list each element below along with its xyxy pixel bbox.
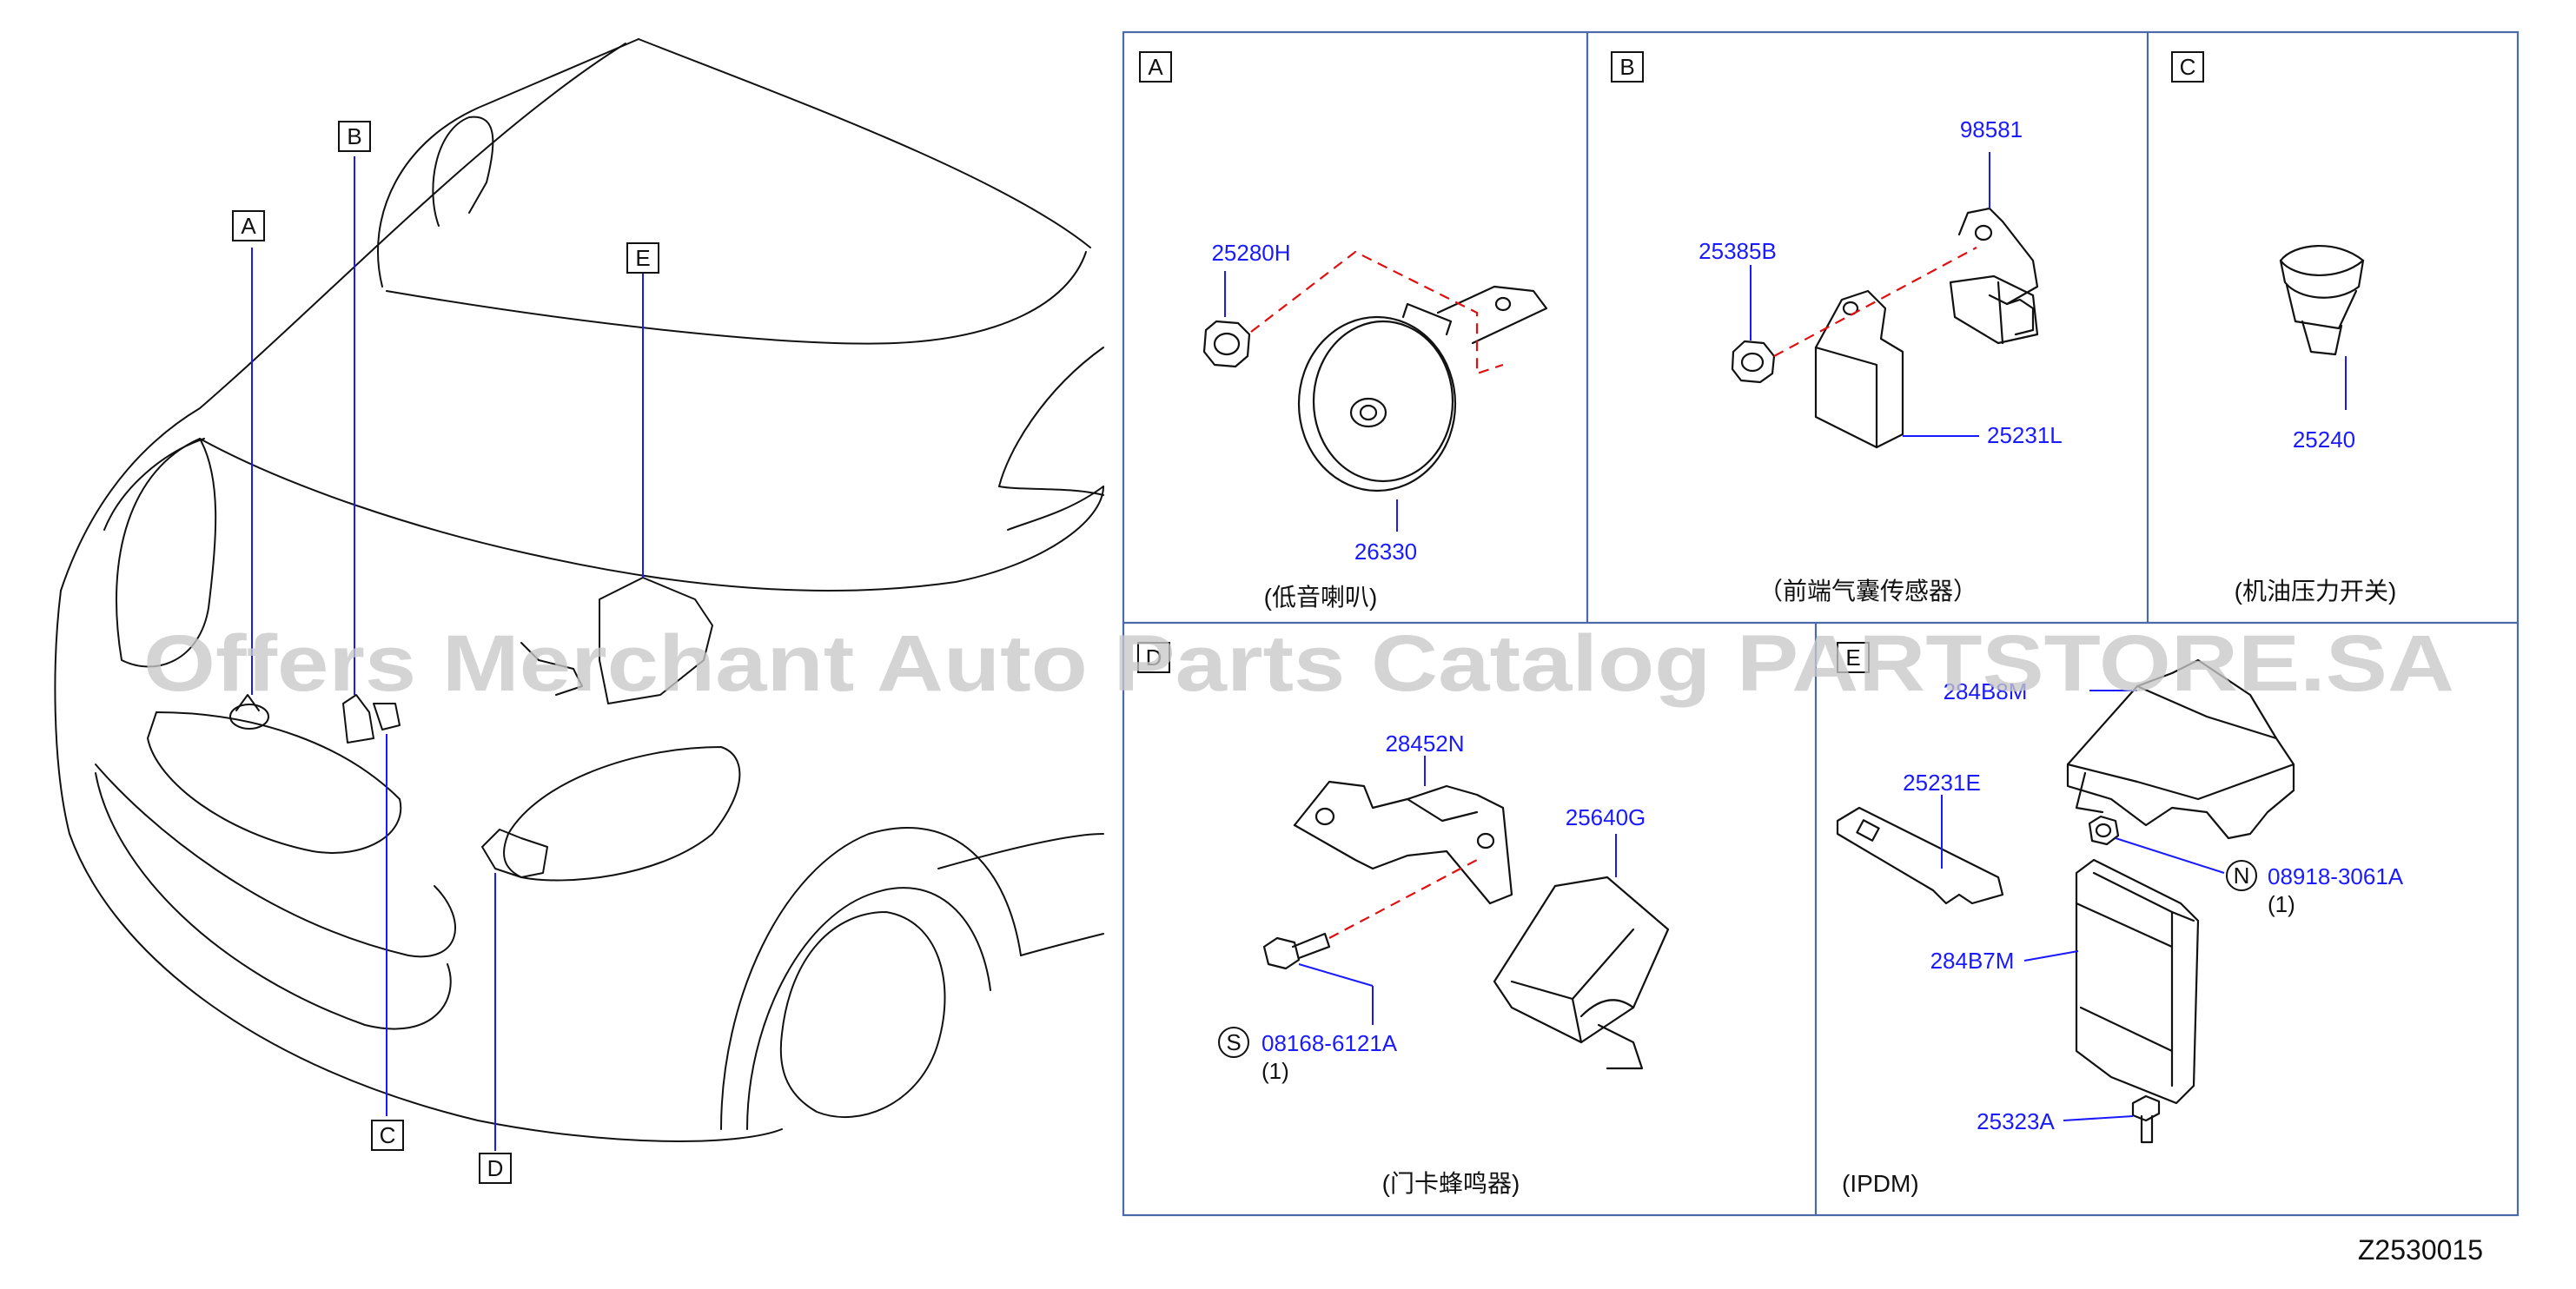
panel-b-tag (1611, 51, 1644, 83)
panel-c: C 25240 (机油压力开关) (2171, 51, 2397, 605)
nut-25280h (1202, 271, 1251, 368)
bolt-25323a (2063, 1094, 2161, 1144)
overview-part-ipdm (520, 577, 713, 704)
symbol-s: S (1226, 1029, 1241, 1055)
part-26330[interactable]: 26330 (1354, 539, 1417, 565)
part-98581[interactable]: 98581 (1960, 116, 2023, 142)
panel-e-tag (1837, 642, 1870, 673)
callout-d: D (479, 1153, 512, 1184)
nut-08918-3061a (2088, 815, 2225, 874)
panel-d-caption: (门卡蜂鸣器) (1382, 1170, 1520, 1197)
svg-text:C: C (380, 1122, 396, 1148)
part-25280h[interactable]: 25280H (1211, 240, 1290, 266)
symbol-n-circle (2226, 860, 2257, 891)
overview-part-sensor (342, 694, 401, 744)
overview-part-horn (229, 694, 269, 730)
callout-e: E (626, 242, 659, 274)
svg-text:E: E (635, 245, 650, 271)
watermark: Offers Merchant Auto Parts Catalog PARTS… (143, 619, 2454, 708)
buzzer-25640g (1493, 834, 1670, 1070)
svg-text:A: A (241, 213, 256, 239)
panel-c-letter: C (2180, 54, 2196, 80)
part-25231e[interactable]: 25231E (1903, 770, 1981, 796)
panel-d-letter: D (1146, 644, 1162, 671)
panel-d: D 28452N 25640G S (1137, 642, 1670, 1197)
panel-e-letter: E (1845, 644, 1860, 671)
part-28452n[interactable]: 28452N (1385, 730, 1464, 757)
panel-b-caption: （前端气囊传感器） (1758, 578, 1977, 605)
part-25385b[interactable]: 25385B (1699, 238, 1777, 264)
callout-b: B (338, 121, 371, 152)
airbag-sensor-98581 (1949, 152, 2039, 345)
ipdm-cover-284b8m (2066, 658, 2295, 840)
bolt-08168-6121a (1262, 932, 1374, 1025)
part-25640g[interactable]: 25640G (1566, 804, 1646, 830)
panel-b: B 98581 25385B 25231L （前端气囊传感器） (1611, 51, 2063, 605)
bracket-25231e (1836, 795, 2004, 905)
part-25240[interactable]: 25240 (2293, 426, 2355, 453)
part-25231l[interactable]: 25231L (1987, 422, 2063, 448)
part-284b7m[interactable]: 284B7M (1930, 948, 2015, 974)
ipdm-module-284b7m (2023, 858, 2200, 1105)
part-08918-3061a[interactable]: 08918-3061A (2268, 863, 2404, 889)
part-25323a[interactable]: 25323A (1977, 1108, 2055, 1134)
symbol-n: N (2234, 863, 2250, 889)
panel-grid (1122, 30, 2520, 1217)
callout-a: A (232, 210, 265, 241)
svg-text:D: D (487, 1155, 504, 1181)
overview-part-buzzer (481, 829, 548, 878)
panel-c-tag (2171, 51, 2204, 83)
symbol-s-circle (1218, 1027, 1249, 1058)
panel-a-tag (1139, 51, 1172, 83)
nut-25385b (1731, 265, 1776, 384)
panel-a-caption: (低音喇叭) (1264, 584, 1378, 611)
qty-08168-6121a: (1) (1262, 1058, 1289, 1084)
car-overview (54, 38, 1104, 1151)
panel-a: A 25280H 26330 (低音喇叭) (1139, 51, 1548, 611)
diagram-code: Z2530015 (2358, 1234, 2483, 1266)
panel-e-caption: (IPDM) (1842, 1170, 1919, 1197)
panel-b-letter: B (1619, 54, 1634, 80)
panel-e: E (1836, 642, 2404, 1197)
panel-a-letter: A (1148, 54, 1163, 80)
bracket-28452n (1293, 756, 1513, 905)
svg-text:B: B (347, 123, 361, 149)
panel-c-caption: (机油压力开关) (2235, 578, 2397, 605)
horn-26330 (1297, 285, 1548, 532)
qty-08918-3061a: (1) (2268, 891, 2295, 917)
part-284b8m[interactable]: 284B8M (1944, 678, 2028, 704)
panel-d-tag (1137, 642, 1170, 673)
callout-c: C (371, 1120, 404, 1151)
part-08168-6121a[interactable]: 08168-6121A (1262, 1030, 1398, 1056)
oil-pressure-switch-25240 (2279, 244, 2365, 410)
